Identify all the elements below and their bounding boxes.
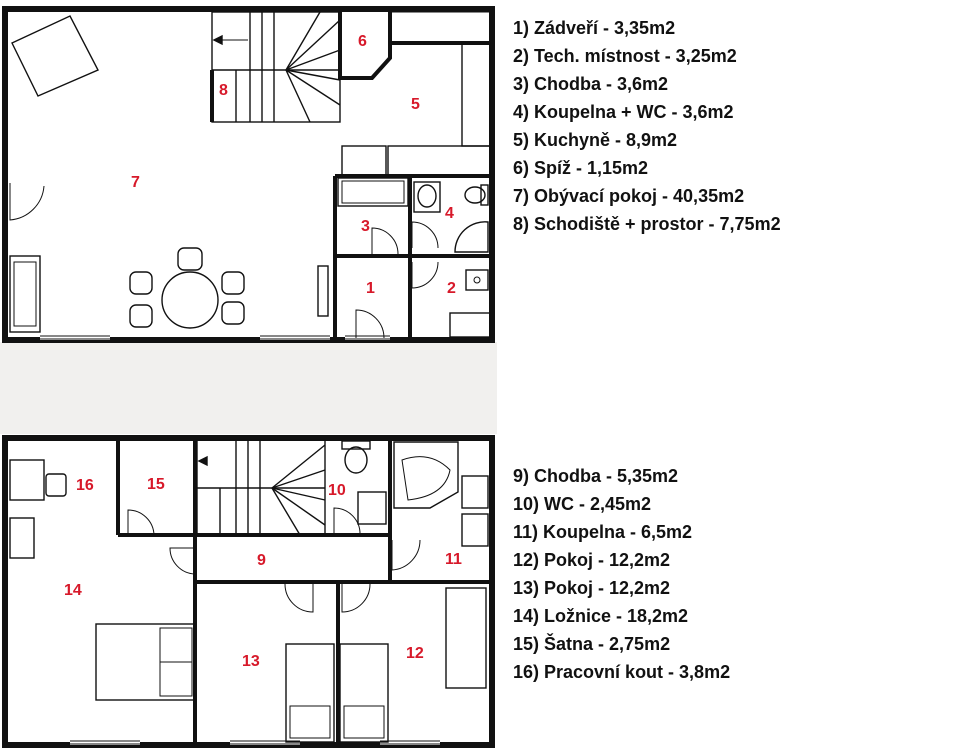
upper-floor-legend: 9) Chodba - 5,35m2 10) WC - 2,45m2 11) K… bbox=[513, 462, 730, 686]
legend-item: 4) Koupelna + WC - 3,6m2 bbox=[513, 102, 734, 122]
ground-interior-walls bbox=[333, 174, 490, 340]
legend-item: 11) Koupelna - 6,5m2 bbox=[513, 522, 693, 542]
room-label-12: 12 bbox=[406, 645, 424, 662]
legend-item: 12) Pokoj - 12,2m2 bbox=[513, 550, 671, 570]
legend-item: 8) Schodiště + prostor - 7,75m2 bbox=[513, 214, 781, 234]
room-label-7: 7 bbox=[131, 174, 140, 191]
legend-item: 14) Ložnice - 18,2m2 bbox=[513, 606, 689, 626]
plan-gap bbox=[0, 342, 497, 434]
ground-floor-legend: 1) Zádveří - 3,35m2 2) Tech. místnost - … bbox=[513, 14, 781, 238]
legend-item: 5) Kuchyně - 8,9m2 bbox=[513, 130, 678, 150]
legend-item: 16) Pracovní kout - 3,8m2 bbox=[513, 662, 731, 682]
legend-item: 1) Zádveří - 3,35m2 bbox=[513, 18, 676, 38]
legend-item: 3) Chodba - 3,6m2 bbox=[513, 74, 669, 94]
upper-room-labels: 9 10 11 12 13 14 15 16 bbox=[64, 476, 462, 670]
ground-floor-plan: 1 2 3 4 5 6 7 8 bbox=[2, 6, 495, 343]
upper-desk bbox=[9, 459, 67, 559]
ground-room-labels: 1 2 3 4 5 6 7 8 bbox=[131, 33, 456, 297]
room-label-13: 13 bbox=[242, 653, 260, 670]
upper-bathroom-fixtures bbox=[393, 441, 489, 547]
floor-plans: 1 2 3 4 5 6 7 8 bbox=[2, 6, 495, 748]
ground-doors bbox=[9, 183, 439, 339]
upper-bed-12 bbox=[339, 643, 389, 743]
room-label-14: 14 bbox=[64, 582, 82, 599]
upper-wc-fixtures bbox=[341, 440, 387, 525]
room-label-1: 1 bbox=[366, 280, 375, 297]
legend-item: 6) Spíž - 1,15m2 bbox=[513, 158, 649, 178]
legend-item: 15) Šatna - 2,75m2 bbox=[513, 634, 671, 654]
upper-doors bbox=[127, 507, 421, 613]
room-label-11: 11 bbox=[445, 551, 462, 568]
room-label-6: 6 bbox=[358, 33, 367, 50]
ground-outer-wall bbox=[2, 6, 495, 343]
room-label-15: 15 bbox=[147, 476, 165, 493]
ground-dining-set bbox=[129, 247, 245, 329]
room-label-5: 5 bbox=[411, 96, 420, 113]
legend-item: 7) Obývací pokoj - 40,35m2 bbox=[513, 186, 745, 206]
ground-windows bbox=[40, 334, 390, 340]
room-label-16: 16 bbox=[76, 477, 94, 494]
upper-staircase bbox=[196, 439, 326, 536]
ground-sofa bbox=[9, 255, 41, 333]
ground-bath-fixtures bbox=[337, 177, 491, 338]
room-label-9: 9 bbox=[257, 552, 266, 569]
room-label-8: 8 bbox=[219, 82, 228, 99]
upper-floor-plan: 9 10 11 12 13 14 15 16 bbox=[2, 435, 495, 748]
upper-wardrobe-12 bbox=[445, 587, 487, 689]
room-label-2: 2 bbox=[447, 280, 456, 297]
legend-item: 2) Tech. místnost - 3,25m2 bbox=[513, 46, 737, 66]
room-label-4: 4 bbox=[445, 205, 454, 222]
ground-staircase bbox=[210, 11, 341, 123]
room-label-10: 10 bbox=[328, 482, 346, 499]
legend-item: 10) WC - 2,45m2 bbox=[513, 494, 652, 514]
room-label-3: 3 bbox=[361, 218, 370, 235]
upper-bed-13 bbox=[285, 643, 335, 743]
ground-tv-unit bbox=[317, 265, 329, 317]
legend-item: 9) Chodba - 5,35m2 bbox=[513, 466, 679, 486]
upper-interior-walls bbox=[116, 440, 490, 745]
ground-rotated-table bbox=[11, 15, 99, 97]
upper-bed-14 bbox=[95, 623, 195, 701]
legend-item: 13) Pokoj - 12,2m2 bbox=[513, 578, 671, 598]
